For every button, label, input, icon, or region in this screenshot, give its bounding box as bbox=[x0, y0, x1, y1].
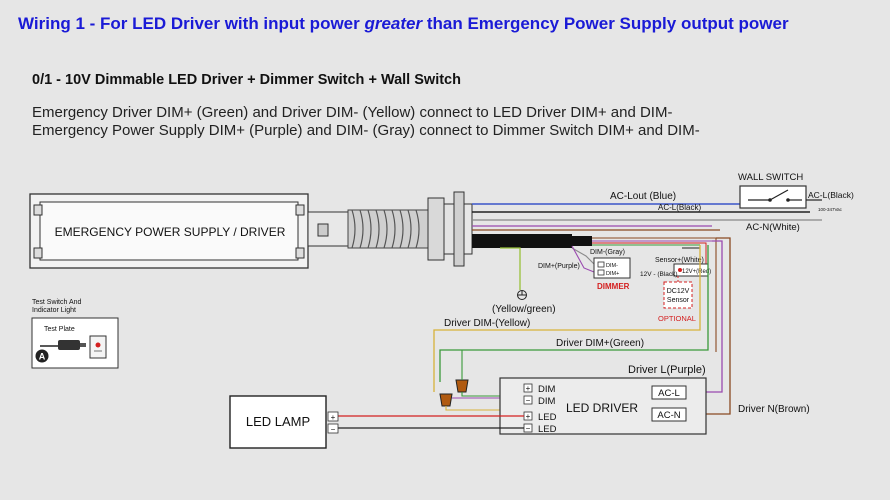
driver-led-plus: LED bbox=[538, 412, 557, 423]
test-plate-label: Test Plate bbox=[44, 326, 75, 333]
dimmer-dim-minus: DIM- bbox=[606, 263, 618, 269]
label-ground: (Yellow/green) bbox=[492, 304, 556, 315]
driver-dim-minus-sign: − bbox=[526, 396, 531, 405]
description-line-2: Emergency Power Supply DIM+ (Purple) and… bbox=[32, 122, 700, 139]
subtitle: 0/1 - 10V Dimmable LED Driver + Dimmer S… bbox=[32, 72, 461, 88]
driver-led-minus: LED bbox=[538, 424, 557, 435]
wire-driver-dim-yellow bbox=[433, 245, 701, 392]
test-switch-caption-2: Indicator Light bbox=[32, 307, 76, 314]
cable-bundle bbox=[472, 234, 572, 248]
label-dim-gray: DIM-(Gray) bbox=[590, 249, 625, 256]
sensor-line-2: Sensor bbox=[667, 297, 690, 304]
led-driver-title: LED DRIVER bbox=[566, 401, 638, 415]
driver-dim-plus: DIM bbox=[538, 384, 556, 395]
wall-switch-ac-l: AC-L(Black) bbox=[808, 190, 854, 200]
sensor-optional: OPTIONAL bbox=[658, 314, 696, 323]
lamp-plus: + bbox=[331, 413, 336, 422]
label-12v-red: 12V+(Red) bbox=[682, 269, 711, 275]
wire-driver-n-brown bbox=[686, 237, 731, 415]
wall-switch: WALL SWITCH AC-L(Black) 100-347Vac bbox=[738, 172, 854, 212]
lamp-minus: − bbox=[331, 425, 336, 434]
wire-ground bbox=[500, 247, 521, 290]
title-emphasis: greater bbox=[364, 14, 423, 33]
test-switch: Test Switch And Indicator Light Test Pla… bbox=[31, 299, 119, 369]
driver-led-plus-sign: + bbox=[526, 412, 531, 421]
led-lamp-label: LED LAMP bbox=[246, 414, 310, 429]
driver-ac-l: AC-L bbox=[658, 388, 680, 399]
wire-driver-dim-green bbox=[439, 245, 709, 382]
page-title: Wiring 1 - For LED Driver with input pow… bbox=[18, 14, 789, 34]
ground-icon bbox=[517, 290, 527, 300]
label-ac-lout-blue: AC-Lout (Blue) bbox=[610, 191, 676, 202]
wall-switch-title: WALL SWITCH bbox=[738, 172, 803, 183]
label-driver-dim-yellow: Driver DIM-(Yellow) bbox=[444, 318, 530, 329]
wire-nut-icon bbox=[439, 379, 469, 407]
driver-dim-plus-sign: + bbox=[526, 384, 531, 393]
dimmer: DIM-(Gray) DIM+(Purple) DIM- DIM+ DIMMER bbox=[538, 245, 631, 291]
label-ac-l-black: AC-L(Black) bbox=[658, 203, 701, 212]
label-ac-n-white: AC-N(White) bbox=[746, 222, 800, 233]
description-line-1: Emergency Driver DIM+ (Green) and Driver… bbox=[32, 104, 673, 121]
label-sensor-white: Sensor+(White) bbox=[655, 257, 704, 264]
led-driver: + − + − DIM DIM LED LED LED DRIVER AC-L … bbox=[499, 377, 707, 435]
test-switch-badge: A bbox=[39, 352, 46, 362]
title-suffix: than Emergency Power Supply output power bbox=[422, 14, 789, 33]
led-lamp: LED LAMP + − bbox=[229, 395, 339, 449]
title-prefix: Wiring 1 - For LED Driver with input pow… bbox=[18, 14, 365, 33]
label-dim-purple: DIM+(Purple) bbox=[538, 263, 580, 270]
driver-dim-minus: DIM bbox=[538, 396, 556, 407]
wall-switch-voltage: 100-347Vac bbox=[818, 207, 843, 212]
emergency-power-supply: EMERGENCY POWER SUPPLY / DRIVER bbox=[29, 191, 473, 269]
emergency-unit-label: EMERGENCY POWER SUPPLY / DRIVER bbox=[55, 225, 286, 239]
label-12v-black: 12V - (Black) bbox=[640, 271, 678, 278]
driver-led-minus-sign: − bbox=[526, 424, 531, 433]
label-driver-dim-green: Driver DIM+(Green) bbox=[556, 338, 644, 349]
driver-ac-n: AC-N bbox=[657, 410, 680, 421]
label-driver-n-brown: Driver N(Brown) bbox=[738, 404, 810, 415]
test-switch-caption-1: Test Switch And bbox=[32, 299, 82, 306]
sensor-line-1: DC12V bbox=[667, 288, 690, 295]
label-driver-l-purple: Driver L(Purple) bbox=[628, 364, 706, 376]
dimmer-dim-plus: DIM+ bbox=[606, 271, 619, 277]
dimmer-label: DIMMER bbox=[597, 282, 630, 291]
